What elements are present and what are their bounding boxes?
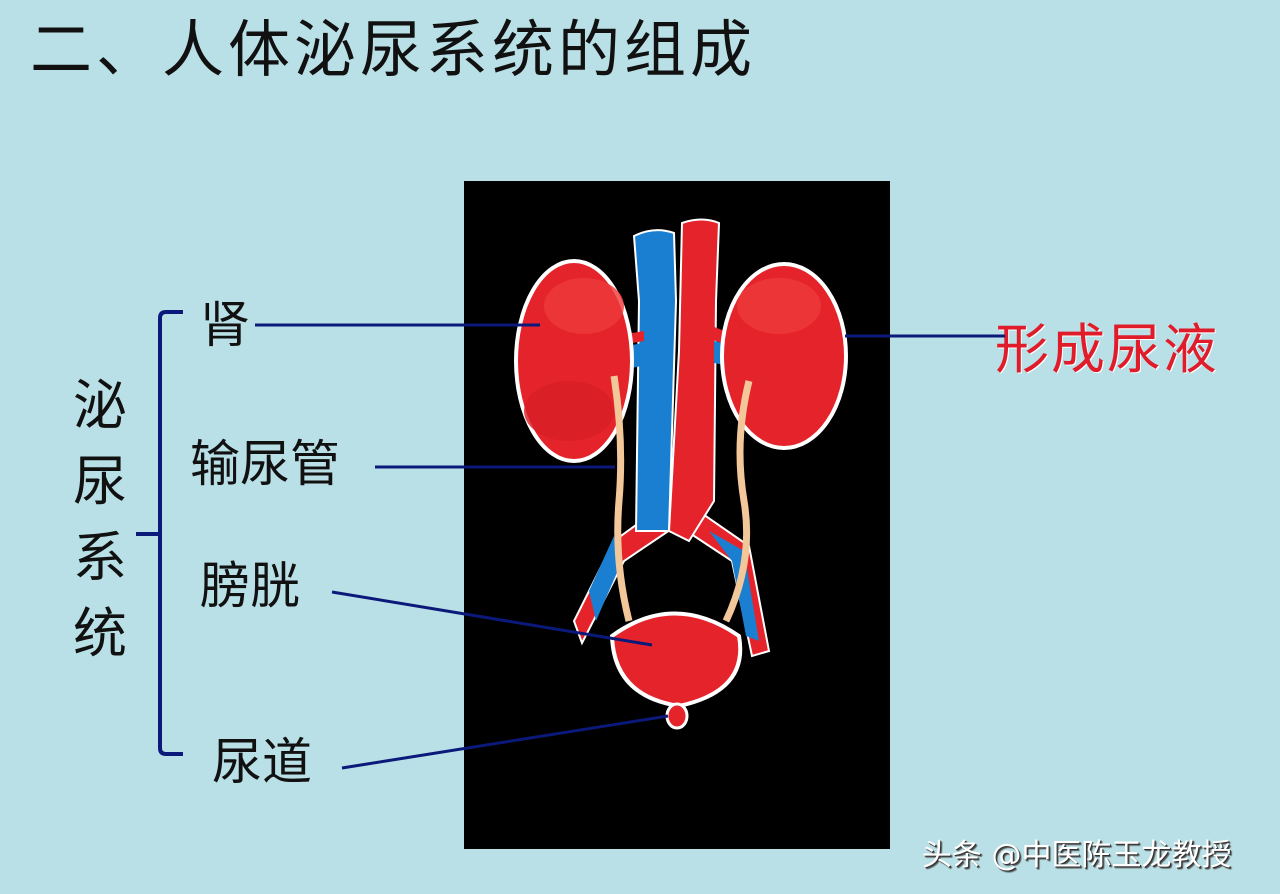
urinary-system-illustration [464, 181, 890, 849]
organ-label-ureter: 输尿管 [190, 435, 340, 493]
anatomy-drawing [514, 218, 848, 730]
watermark: 头条 @中医陈玉龙教授 [922, 838, 1232, 873]
organ-label-bladder: 膀胱 [200, 557, 300, 615]
system-label-char: 泌 [73, 374, 127, 437]
organ-label-urethra: 尿道 [212, 733, 312, 791]
slide-title: 二、人体泌尿系统的组成 [30, 13, 757, 86]
system-label-char: 系 [73, 526, 127, 589]
organ-label-kidney: 肾 [200, 296, 250, 354]
right-kidney [720, 262, 848, 450]
system-label-char: 统 [73, 602, 127, 665]
left-kidney [514, 259, 634, 463]
system-label: 泌 尿 系 统 [68, 368, 132, 672]
system-label-char: 尿 [73, 450, 127, 513]
kidney-function-label: 形成尿液 [995, 318, 1219, 381]
